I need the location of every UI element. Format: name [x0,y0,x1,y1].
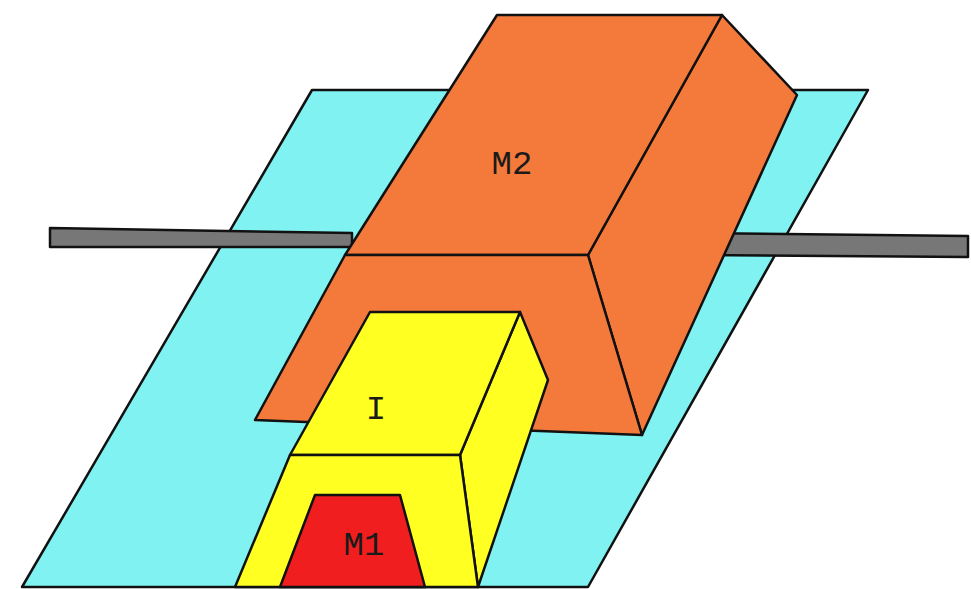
left-wire [50,228,352,247]
part-label: M2 [492,148,533,182]
insulator-front-face [235,455,478,587]
m2-top-face [345,15,722,255]
part-label: I [366,393,386,427]
insulator-top-face [290,312,520,455]
part-label: M1 [344,529,385,563]
m1-electrode [280,495,425,587]
